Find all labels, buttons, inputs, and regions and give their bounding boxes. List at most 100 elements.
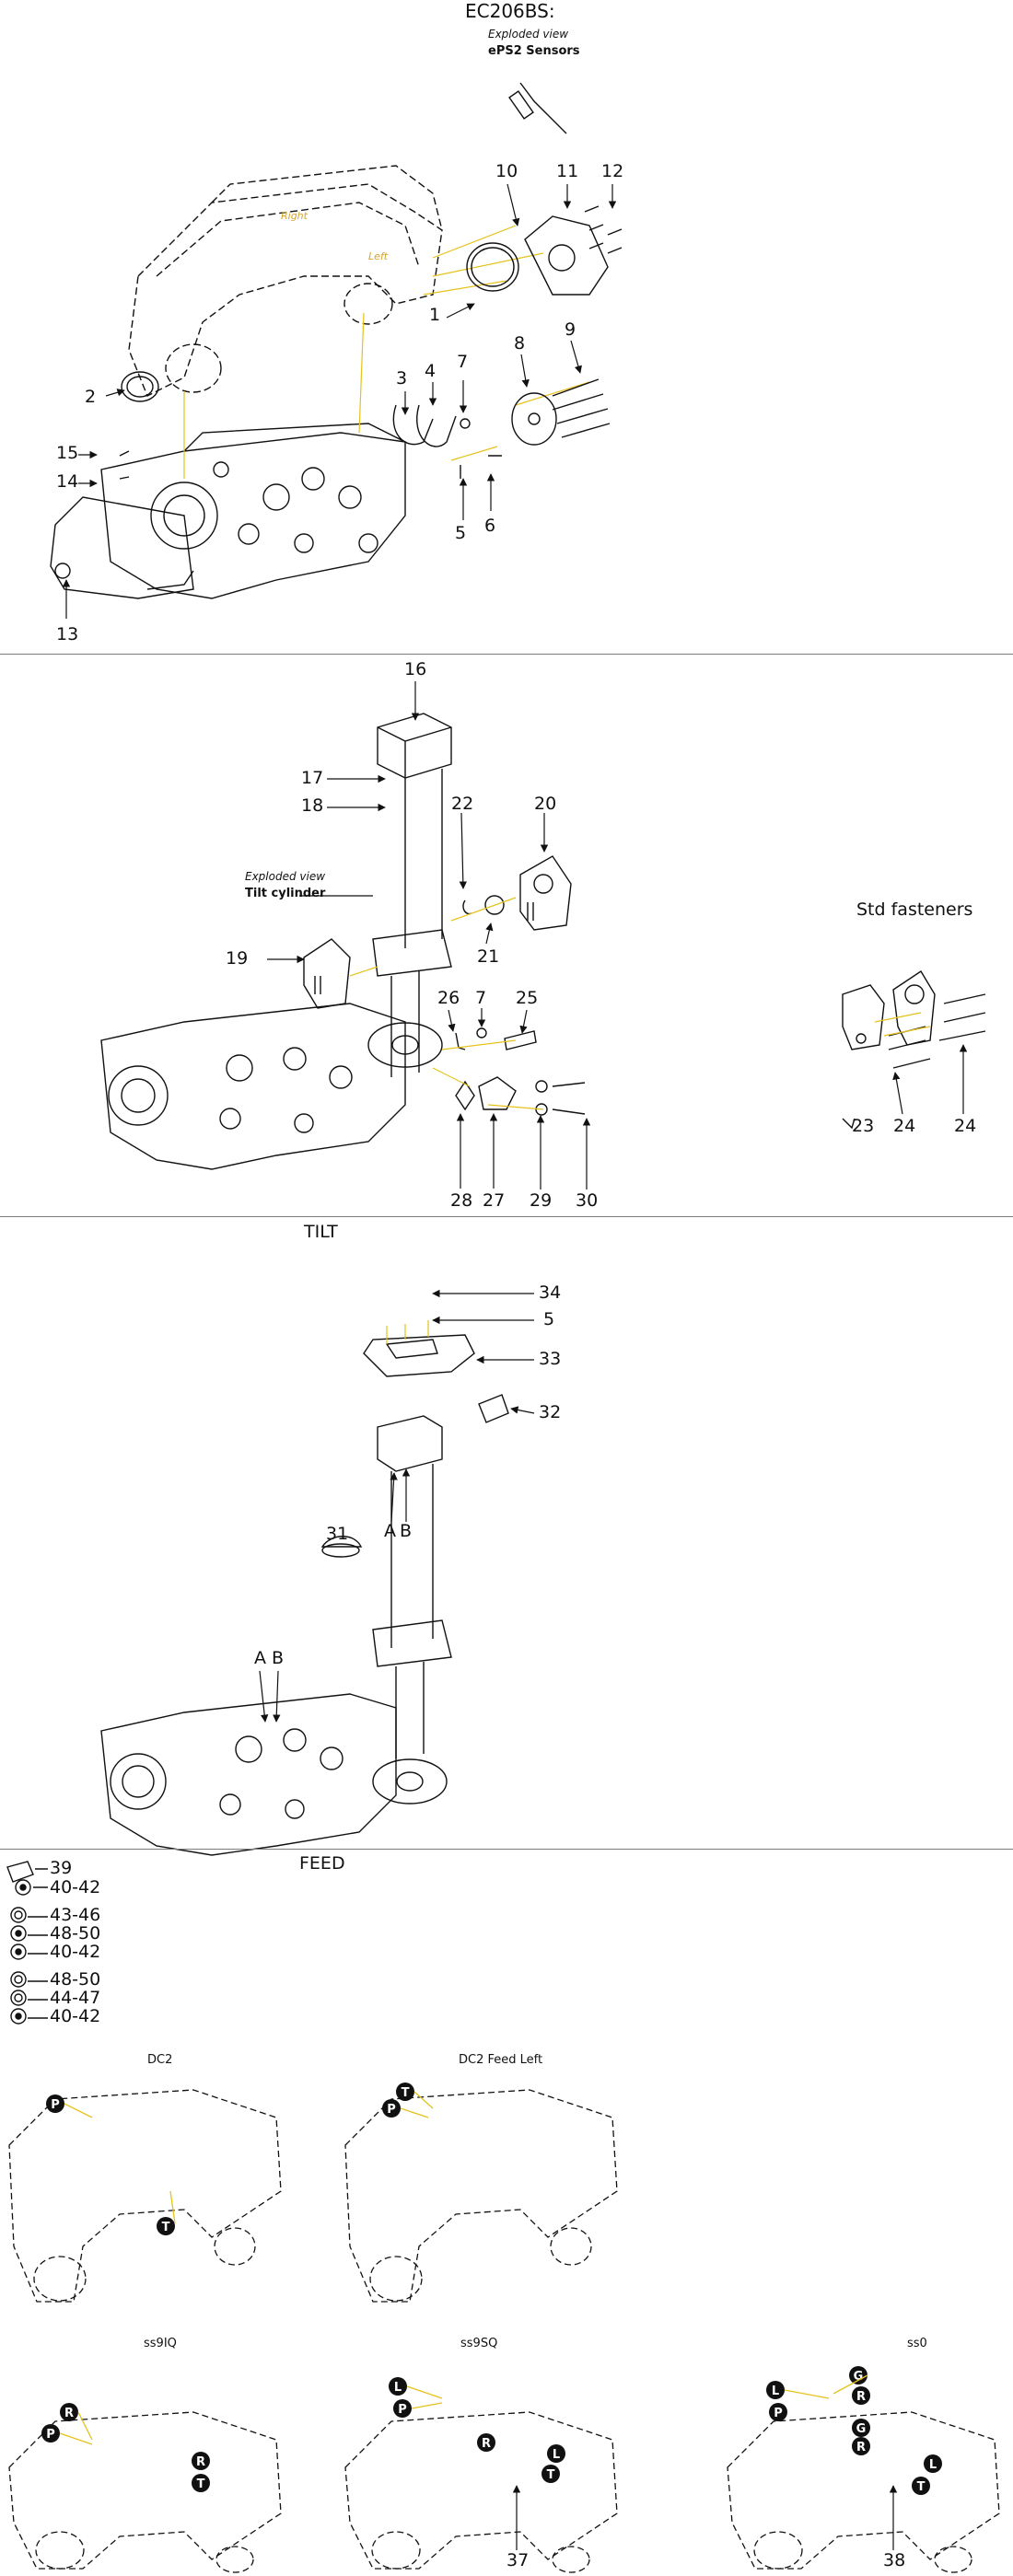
tilt-cylinder-drawing bbox=[367, 713, 452, 1077]
feed-legend-icons bbox=[6, 1861, 48, 2025]
port-bubble: T bbox=[541, 2465, 560, 2483]
callout-16: 16 bbox=[404, 659, 427, 679]
svg-text:T: T bbox=[547, 2468, 555, 2482]
svg-text:L: L bbox=[929, 2458, 937, 2472]
sensor-callout-arrows bbox=[62, 183, 617, 619]
tilt-section-valve-block bbox=[100, 1693, 397, 1856]
callout-8: 8 bbox=[514, 333, 526, 354]
callout-26: 26 bbox=[437, 988, 460, 1008]
port-bubble: T bbox=[157, 2217, 175, 2235]
callout-22: 22 bbox=[451, 794, 474, 814]
port-label-b-top: B bbox=[400, 1521, 413, 1541]
port-label-b-bottom: B bbox=[272, 1648, 285, 1668]
callout-7b: 7 bbox=[475, 988, 487, 1008]
port-label-a-bottom: A bbox=[254, 1648, 266, 1668]
tilt-cylinder-view-title: Tilt cylinder bbox=[245, 887, 326, 900]
feed-legend-48-50: 48-50 bbox=[50, 1923, 101, 1944]
port-bubble: P bbox=[393, 2399, 412, 2418]
variant-frames bbox=[8, 2089, 1000, 2573]
feed-frame-drawing bbox=[128, 165, 443, 397]
port-bubble: R bbox=[852, 2386, 870, 2405]
tilt-valve-block-drawing bbox=[100, 1003, 406, 1170]
port-bubble: P bbox=[46, 2094, 64, 2113]
section-divider bbox=[0, 1216, 1013, 1217]
callout-11: 11 bbox=[556, 161, 579, 181]
callout-2: 2 bbox=[85, 387, 97, 407]
callout-38: 38 bbox=[883, 2550, 906, 2570]
callout-1: 1 bbox=[429, 305, 441, 325]
section-divider bbox=[0, 1849, 1013, 1850]
valve-block-drawing bbox=[50, 423, 406, 599]
port-bubble: P bbox=[41, 2424, 60, 2443]
feed-legend-39: 39 bbox=[50, 1858, 73, 1878]
callout-5b: 5 bbox=[543, 1309, 555, 1329]
variant-label-ss9iq: ss9IQ bbox=[144, 2337, 177, 2350]
port-bubble: R bbox=[852, 2437, 870, 2455]
feed-legend-40-42c: 40-42 bbox=[50, 2006, 101, 2026]
port-bubble: P bbox=[382, 2099, 401, 2118]
variant-leaders bbox=[59, 2091, 868, 2445]
port-bubbles: P T P T P R T R L P R L T G R L P G R L … bbox=[41, 2083, 942, 2495]
svg-text:R: R bbox=[64, 2407, 74, 2420]
callout-30: 30 bbox=[576, 1190, 599, 1211]
sensor-parts bbox=[119, 82, 623, 480]
variant-callout-arrows bbox=[512, 2485, 898, 2550]
callout-14: 14 bbox=[56, 471, 79, 492]
sensors-section: Right Left bbox=[50, 82, 623, 619]
feed-legend-40-42b: 40-42 bbox=[50, 1942, 101, 1962]
svg-text:P: P bbox=[46, 2428, 55, 2442]
port-bubble: T bbox=[396, 2083, 414, 2101]
svg-text:G: G bbox=[856, 2422, 867, 2436]
svg-text:R: R bbox=[196, 2455, 205, 2469]
svg-text:L: L bbox=[394, 2381, 402, 2395]
callout-23: 23 bbox=[852, 1116, 875, 1136]
feed-legend-43-46: 43-46 bbox=[50, 1905, 101, 1925]
port-bubble: G bbox=[849, 2366, 867, 2385]
tilt-heading: TILT bbox=[304, 1222, 338, 1242]
callout-32: 32 bbox=[539, 1402, 562, 1422]
port-label-a-top: A bbox=[384, 1521, 396, 1541]
callout-24b: 24 bbox=[954, 1116, 977, 1136]
port-bubble: L bbox=[389, 2377, 407, 2396]
frame-label-left: Left bbox=[368, 250, 389, 262]
tilt-section bbox=[100, 1289, 535, 1856]
port-bubble: R bbox=[192, 2452, 210, 2470]
tilt-callout-arrows bbox=[267, 681, 968, 1189]
callout-12: 12 bbox=[601, 161, 624, 181]
frame-label-right: Right bbox=[281, 210, 309, 222]
section-divider bbox=[0, 654, 1013, 655]
callout-20: 20 bbox=[534, 794, 557, 814]
callout-29: 29 bbox=[530, 1190, 553, 1211]
svg-text:P: P bbox=[774, 2407, 783, 2420]
svg-text:T: T bbox=[197, 2477, 205, 2491]
port-bubble: R bbox=[60, 2403, 78, 2421]
port-bubble: L bbox=[924, 2454, 942, 2473]
callout-18: 18 bbox=[301, 795, 324, 816]
port-bubble: T bbox=[912, 2477, 930, 2495]
callout-27: 27 bbox=[483, 1190, 506, 1211]
svg-text:P: P bbox=[398, 2403, 407, 2417]
variant-label-dc2: DC2 bbox=[147, 2053, 173, 2067]
tilt-leaders bbox=[349, 897, 931, 1110]
callout-31: 31 bbox=[326, 1524, 349, 1544]
callout-15: 15 bbox=[56, 443, 79, 463]
tilt-section-callout-arrows bbox=[259, 1289, 535, 1723]
feed-legend-48-50b: 48-50 bbox=[50, 1969, 101, 1990]
callout-34: 34 bbox=[539, 1282, 562, 1303]
svg-text:P: P bbox=[51, 2098, 60, 2112]
svg-text:R: R bbox=[856, 2390, 866, 2404]
svg-text:T: T bbox=[162, 2221, 170, 2234]
variant-label-dc2-feed-left: DC2 Feed Left bbox=[459, 2053, 543, 2067]
callout-33: 33 bbox=[539, 1349, 562, 1369]
port-bubble: L bbox=[766, 2381, 785, 2399]
variant-frame-dc2-feed-left bbox=[344, 2089, 618, 2303]
port-bubble: R bbox=[477, 2433, 495, 2452]
std-fasteners-label: Std fasteners bbox=[856, 899, 973, 920]
tilt-cylinder-section bbox=[100, 681, 986, 1189]
callout-37: 37 bbox=[506, 2550, 530, 2570]
callout-7: 7 bbox=[457, 352, 469, 372]
port-bubble: G bbox=[852, 2419, 870, 2437]
sensor-leaders bbox=[183, 225, 590, 479]
tilt-section-leaders bbox=[386, 1320, 429, 1344]
variant-frame-dc2 bbox=[8, 2089, 282, 2303]
